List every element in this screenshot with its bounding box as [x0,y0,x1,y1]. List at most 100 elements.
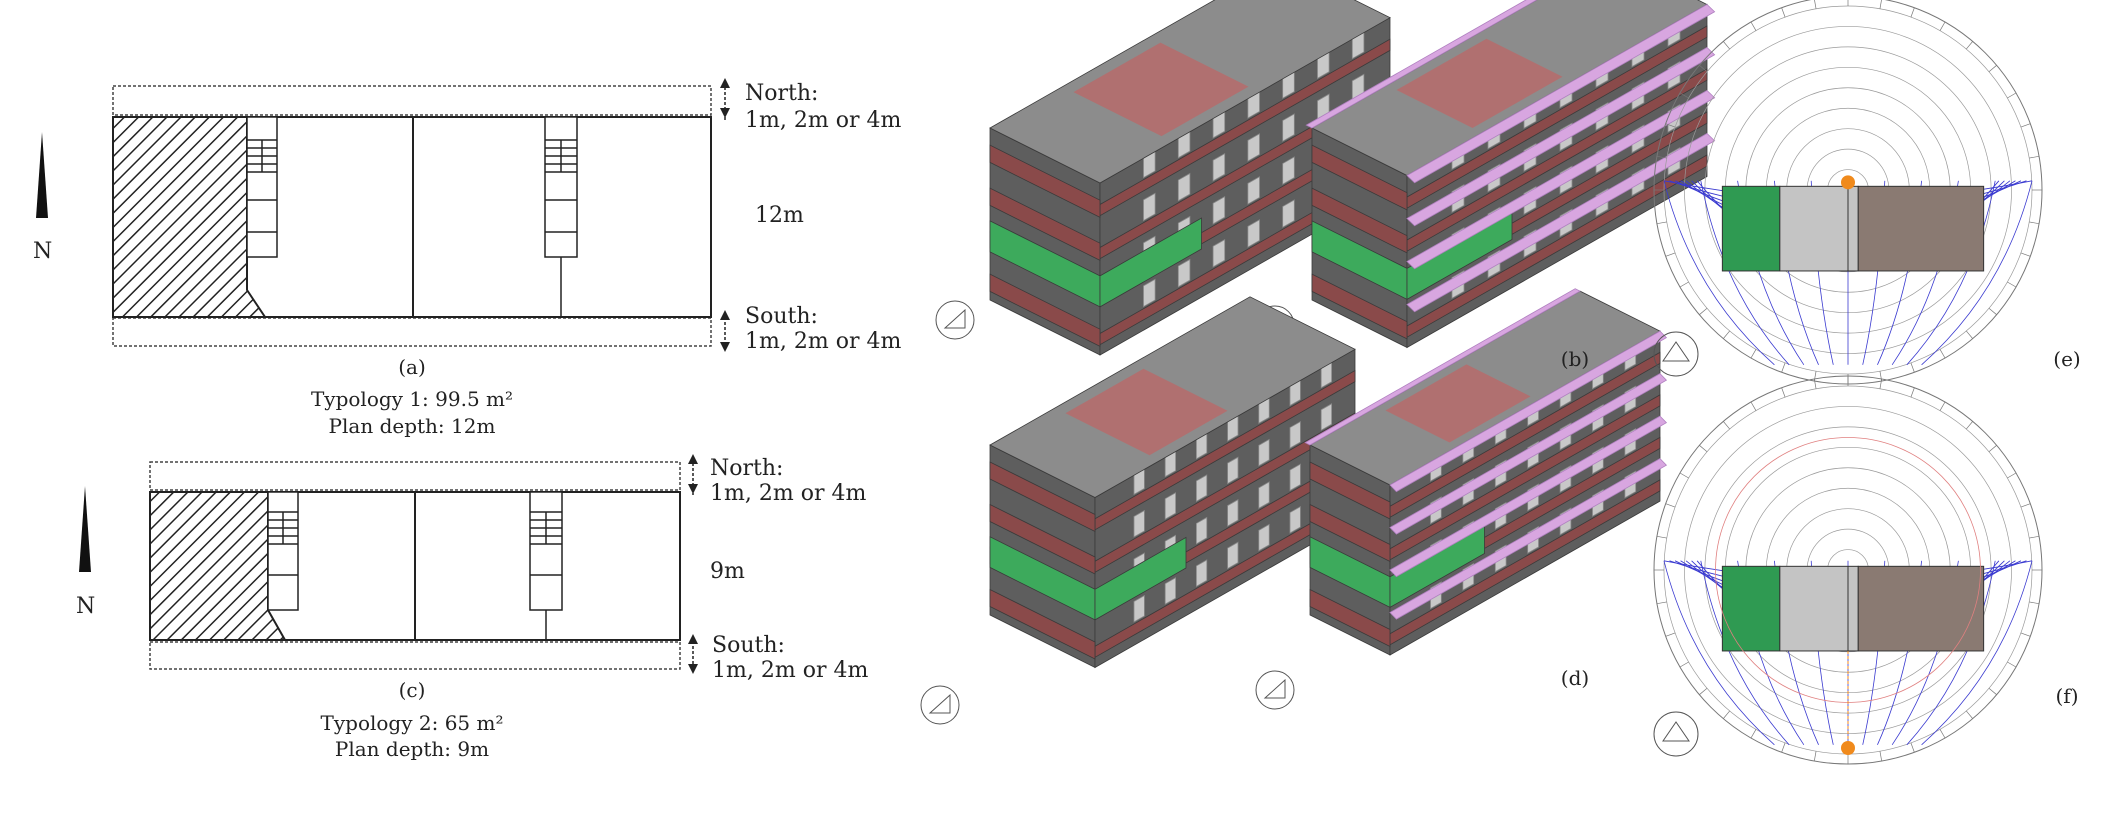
azimuth-tick [1988,308,1997,315]
azimuth-tick [1781,387,1786,398]
short-band [1309,588,1391,648]
sun-path-f [1653,375,2043,765]
azimuth-tick [1813,378,1817,389]
window [1196,559,1208,588]
azimuth-tick [1879,751,1883,762]
north-values: 1m, 2m or 4m [710,481,866,506]
azimuth-tick [1988,688,1997,695]
window [1258,523,1270,552]
short-band [1311,187,1408,254]
north-values: 1m, 2m or 4m [745,108,901,133]
window [1227,499,1239,527]
plan-brown-zone [1857,565,1985,652]
stair-1 [246,116,278,258]
short-band [989,144,1101,219]
roof-highlight [1385,364,1531,443]
compass-icon [1653,711,1699,757]
window [1143,192,1156,222]
azimuth-tick [2029,155,2040,159]
compass-icon [920,685,960,725]
analysed-floor-long [1094,536,1187,621]
azimuth-tick [2007,661,2017,668]
depth-label: 9m [710,559,745,584]
caption-e: (e) [2053,347,2080,371]
azimuth-tick [1656,535,1667,539]
south-balcony-zone [149,641,681,670]
azimuth-tick [1699,308,1708,315]
plan-depth-9-label: Plan depth: 9m [335,737,489,761]
balcony-slab [1389,458,1668,620]
window [1212,195,1226,225]
balcony-slab [1389,415,1668,578]
window [1196,474,1208,503]
azimuth-tick [1879,0,1882,9]
south-values: 1m, 2m or 4m [712,658,868,683]
south-label: South: [745,304,818,329]
hatched-core [149,491,287,641]
compass-arrow-icon [1662,341,1690,362]
sun-position-icon [1841,175,1855,190]
north-balcony-zone [149,461,681,491]
azimuth-tick [1781,362,1786,373]
azimuth-tick [1879,378,1883,389]
plan-depth-12-label: Plan depth: 12m [329,414,496,438]
window [1247,133,1260,162]
roof-highlight [1396,38,1563,129]
roof-highlight [1073,42,1249,137]
caption-d: (d) [1561,666,1589,690]
azimuth-tick [1665,123,1676,128]
azimuth-tick [1910,362,1915,373]
azimuth-tick [1679,281,1689,288]
typology-2-label: Typology 2: 65 m² [321,711,504,735]
azimuth-tick [1814,0,1817,9]
azimuth-tick [1966,330,1973,339]
azimuth-tick [2020,252,2031,257]
azimuth-tick [1699,445,1708,452]
window [1282,199,1295,228]
azimuth-tick [1781,7,1786,18]
azimuth-tick [1966,41,1973,50]
window [1320,403,1332,431]
stair-1 [267,491,299,611]
window [1247,176,1260,205]
window [1289,463,1301,492]
azimuth-tick [1750,401,1757,411]
azimuth-tick [1939,401,1946,411]
north-arrow-icon [79,486,91,572]
plan-c: N North: 1m, 2m o [76,454,868,761]
plan-green-zone [1721,565,1781,652]
azimuth-tick [1966,421,1973,430]
azimuth-tick [1679,661,1689,668]
short-band [1311,273,1408,340]
plan-light-zone [1779,565,1859,652]
window [1258,481,1270,509]
caption-f: (f) [2055,684,2078,708]
hour-line [1663,560,1775,746]
window [1289,420,1301,449]
azimuth-tick [1781,742,1786,753]
analysed-floor-long [1099,217,1202,308]
azimuth-tick [1966,710,1973,719]
balcony-slab [1406,4,1716,184]
balcony-slab [1406,133,1716,313]
azimuth-tick [2029,221,2040,225]
window [1212,152,1226,182]
short-band [1311,144,1408,211]
window [1227,456,1239,485]
window [1282,156,1295,185]
hour-line [1663,180,1775,366]
azimuth-tick [1665,252,1676,257]
north-label: North: [710,456,783,481]
azimuth-tick [1656,155,1667,159]
window [1164,492,1176,520]
azimuth-tick [2007,472,2017,479]
short-band [989,273,1101,348]
window [1164,577,1176,605]
azimuth-tick [1750,349,1757,359]
compass-icon [1255,670,1295,710]
short-band [989,503,1096,575]
model-b-right [1255,0,1716,349]
model-d-right [1255,288,1668,710]
compass-arrow-icon [1662,721,1690,742]
window [1177,172,1191,202]
